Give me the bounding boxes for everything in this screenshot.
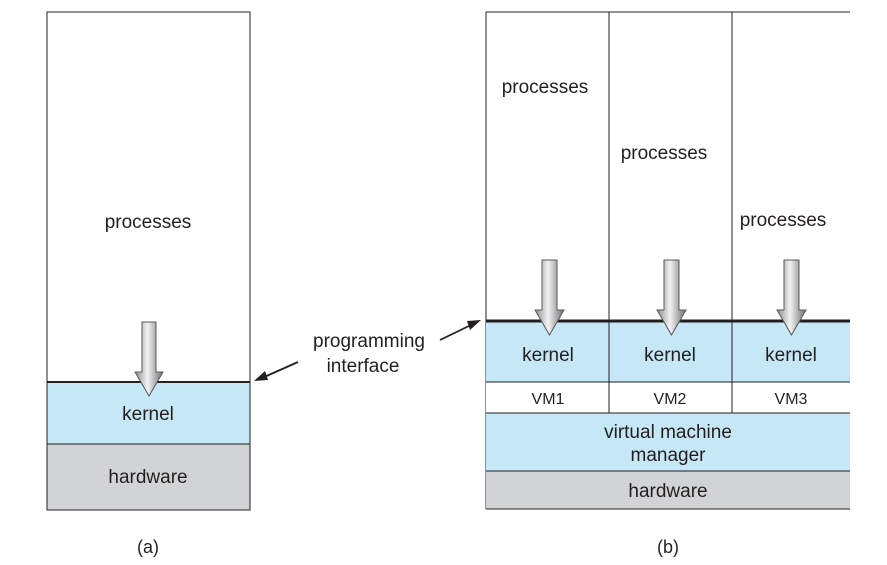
vm2-kernel-label: kernel [644, 345, 696, 366]
panel-a-kernel-label: kernel [122, 404, 174, 425]
vm3-processes-label: processes [740, 210, 827, 231]
vm1-kernel-label: kernel [522, 345, 574, 366]
vm3-down-arrow-icon [776, 259, 807, 336]
callout-arrow-left-icon [254, 361, 299, 381]
vm2-processes-label: processes [621, 143, 708, 164]
panel-a-processes-label: processes [105, 212, 192, 233]
vm2-label: VM2 [654, 391, 687, 408]
panel-a-down-arrow-icon [134, 321, 164, 397]
vmm-label-line-1: virtual machine [604, 422, 732, 443]
panel-a-caption: (a) [137, 537, 159, 557]
callout-line-1: programming [313, 331, 425, 352]
callout-line-2: interface [327, 356, 400, 377]
programming-interface-callout: programming interface [254, 320, 481, 381]
panel-a-processes-region [46, 11, 251, 383]
vm1-down-arrow-icon [534, 259, 565, 336]
panel-b-vm-band [486, 382, 850, 413]
panel-a: processes kernel hardware (a) [46, 11, 251, 557]
panel-a-hardware-layer [46, 443, 251, 511]
vm1-label: VM1 [532, 391, 565, 408]
vm3-label: VM3 [775, 391, 808, 408]
panel-b: processes processes processes kernel ker… [485, 11, 850, 557]
panel-b-hardware-label: hardware [628, 481, 707, 502]
panel-a-hardware-label: hardware [108, 467, 187, 488]
vm2-down-arrow-icon [656, 259, 687, 336]
vm3-kernel-label: kernel [765, 345, 817, 366]
vm1-processes-label: processes [502, 77, 589, 98]
panel-b-caption: (b) [657, 537, 679, 557]
panel-b-hardware-layer [486, 471, 850, 509]
panel-b-vmm-layer [486, 413, 850, 471]
callout-arrow-right-icon [439, 320, 481, 341]
vmm-label-line-2: manager [631, 445, 707, 466]
